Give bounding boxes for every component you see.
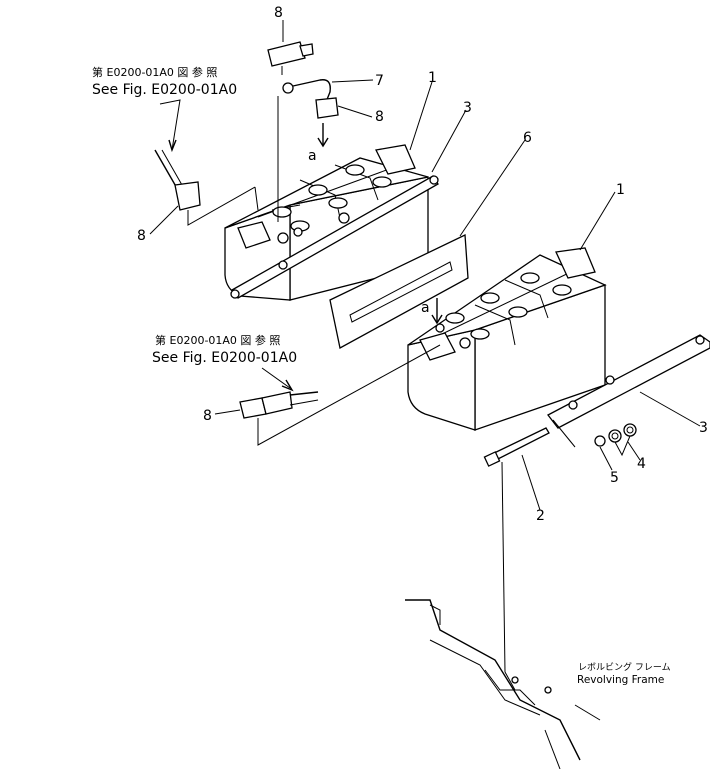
revolving-frame [405, 599, 601, 770]
callout-1-upper: 1 [428, 70, 437, 86]
j-bolt [483, 427, 550, 673]
hold-down-bar-lower [547, 334, 710, 448]
hold-down-bar-upper [230, 175, 439, 299]
battery-lower [407, 247, 607, 431]
arrow-label-a-upper: a [308, 148, 317, 164]
connector-left-upper [154, 149, 259, 226]
reference-2-english: See Fig. E0200-01A0 [152, 350, 297, 366]
callout-3-lower: 3 [699, 420, 708, 436]
callout-8-cable: 8 [375, 109, 384, 125]
leader-lines [149, 20, 701, 511]
frame-label-japanese: レボルビング フレーム [578, 661, 671, 673]
callout-6: 6 [523, 130, 532, 146]
callout-3-upper: 3 [463, 100, 472, 116]
callout-5: 5 [610, 470, 619, 486]
callout-4: 4 [637, 456, 646, 472]
frame-label-english: Revolving Frame [577, 674, 664, 686]
callout-labels: 8 7 8 1 3 6 1 3 4 5 2 8 8 a a [137, 5, 708, 524]
connector-left-lower [239, 344, 441, 446]
nuts-and-washers [594, 423, 637, 457]
battery-pad [329, 233, 469, 349]
reference-2-japanese: 第 E0200-01A0 図 参 照 [155, 333, 280, 347]
callout-2: 2 [536, 508, 545, 524]
callout-8-left-upper: 8 [137, 228, 146, 244]
arrow-label-a-lower: a [421, 300, 430, 316]
callout-8-top: 8 [274, 5, 283, 21]
callout-1-lower: 1 [616, 182, 625, 198]
cable-7 [277, 79, 339, 222]
callout-7: 7 [375, 73, 384, 89]
arrow-a-upper [317, 123, 329, 148]
connector-top [267, 41, 314, 75]
arrow-a-lower [431, 298, 443, 325]
reference-1-english: See Fig. E0200-01A0 [92, 82, 237, 98]
frame-label: レボルビング フレーム Revolving Frame [577, 661, 671, 686]
figure-references: 第 E0200-01A0 図 参 照 See Fig. E0200-01A0 第… [92, 65, 297, 366]
reference-1-japanese: 第 E0200-01A0 図 参 照 [92, 65, 217, 79]
callout-8-left-lower: 8 [203, 408, 212, 424]
